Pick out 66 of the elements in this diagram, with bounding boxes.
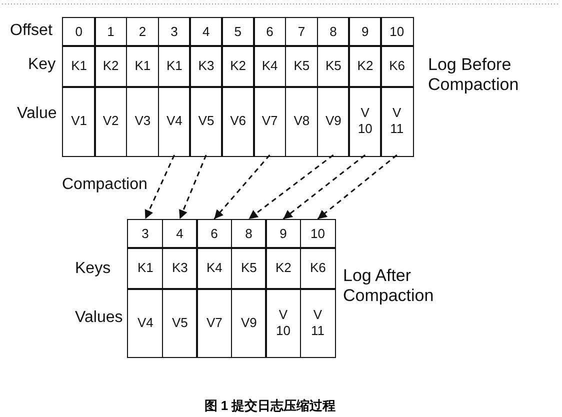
row-label: Key bbox=[28, 56, 56, 74]
key-cell: K1 bbox=[158, 45, 191, 88]
key-cell: K4 bbox=[196, 247, 232, 290]
offset-cell: 3 bbox=[127, 219, 164, 248]
offset-cell: 1 bbox=[94, 17, 128, 46]
row-label: Value bbox=[17, 105, 57, 124]
key-cell: K2 bbox=[265, 247, 302, 290]
arrow bbox=[214, 154, 270, 220]
row-label: Keys bbox=[75, 260, 111, 278]
offset-cell: 10 bbox=[380, 17, 414, 46]
value-cell: V3 bbox=[126, 86, 160, 156]
value-cell: V 10 bbox=[265, 288, 302, 358]
value-cell: V 10 bbox=[348, 86, 382, 156]
key-cell: K6 bbox=[380, 45, 414, 88]
value-cell: V4 bbox=[158, 86, 191, 156]
key-cell: K4 bbox=[253, 45, 286, 88]
key-cell: K3 bbox=[162, 247, 198, 290]
offset-cell: 6 bbox=[196, 219, 232, 248]
value-cell: V8 bbox=[284, 86, 318, 156]
key-cell: K1 bbox=[126, 45, 160, 88]
arrow bbox=[317, 154, 398, 220]
offset-cell: 8 bbox=[230, 219, 267, 248]
value-cell: V2 bbox=[94, 86, 128, 156]
offset-cell: 0 bbox=[62, 17, 96, 46]
key-cell: K2 bbox=[94, 45, 128, 88]
offset-cell: 10 bbox=[300, 219, 336, 248]
offset-cell: 4 bbox=[162, 219, 198, 248]
key-cell: K5 bbox=[230, 247, 267, 290]
value-cell: V7 bbox=[196, 288, 232, 358]
value-cell: V9 bbox=[230, 288, 267, 358]
row-label: Values bbox=[75, 309, 123, 328]
key-cell: K2 bbox=[348, 45, 382, 88]
arrow bbox=[144, 154, 175, 220]
key-cell: K1 bbox=[62, 45, 96, 88]
arrow bbox=[282, 154, 366, 220]
key-cell: K2 bbox=[221, 45, 255, 88]
value-cell: V6 bbox=[221, 86, 255, 156]
value-cell: V5 bbox=[189, 86, 223, 156]
caption: 图 1 提交日志压缩过程 bbox=[203, 397, 337, 415]
offset-cell: 9 bbox=[265, 219, 302, 248]
value-cell: V9 bbox=[316, 86, 350, 156]
offset-cell: 4 bbox=[189, 17, 223, 46]
offset-cell: 6 bbox=[253, 17, 286, 46]
offset-cell: 9 bbox=[348, 17, 382, 46]
key-cell: K5 bbox=[316, 45, 350, 88]
offset-cell: 8 bbox=[316, 17, 350, 46]
offset-cell: 5 bbox=[221, 17, 255, 46]
key-cell: K1 bbox=[127, 247, 164, 290]
key-cell: K5 bbox=[284, 45, 318, 88]
value-cell: V 11 bbox=[380, 86, 414, 156]
value-cell: V5 bbox=[162, 288, 198, 358]
arrow bbox=[248, 154, 334, 220]
key-cell: K3 bbox=[189, 45, 223, 88]
arrow bbox=[179, 154, 207, 220]
table-title: Log After Compaction bbox=[343, 266, 435, 306]
key-cell: K6 bbox=[300, 247, 336, 290]
value-cell: V1 bbox=[62, 86, 96, 156]
process-label: Compaction bbox=[62, 176, 148, 194]
value-cell: V7 bbox=[253, 86, 286, 156]
offset-cell: 7 bbox=[284, 17, 318, 46]
value-cell: V4 bbox=[127, 288, 164, 358]
row-label: Offset bbox=[10, 22, 52, 40]
offset-cell: 2 bbox=[126, 17, 160, 46]
value-cell: V 11 bbox=[300, 288, 336, 358]
offset-cell: 3 bbox=[158, 17, 191, 46]
table-title: Log Before Compaction bbox=[428, 55, 520, 94]
